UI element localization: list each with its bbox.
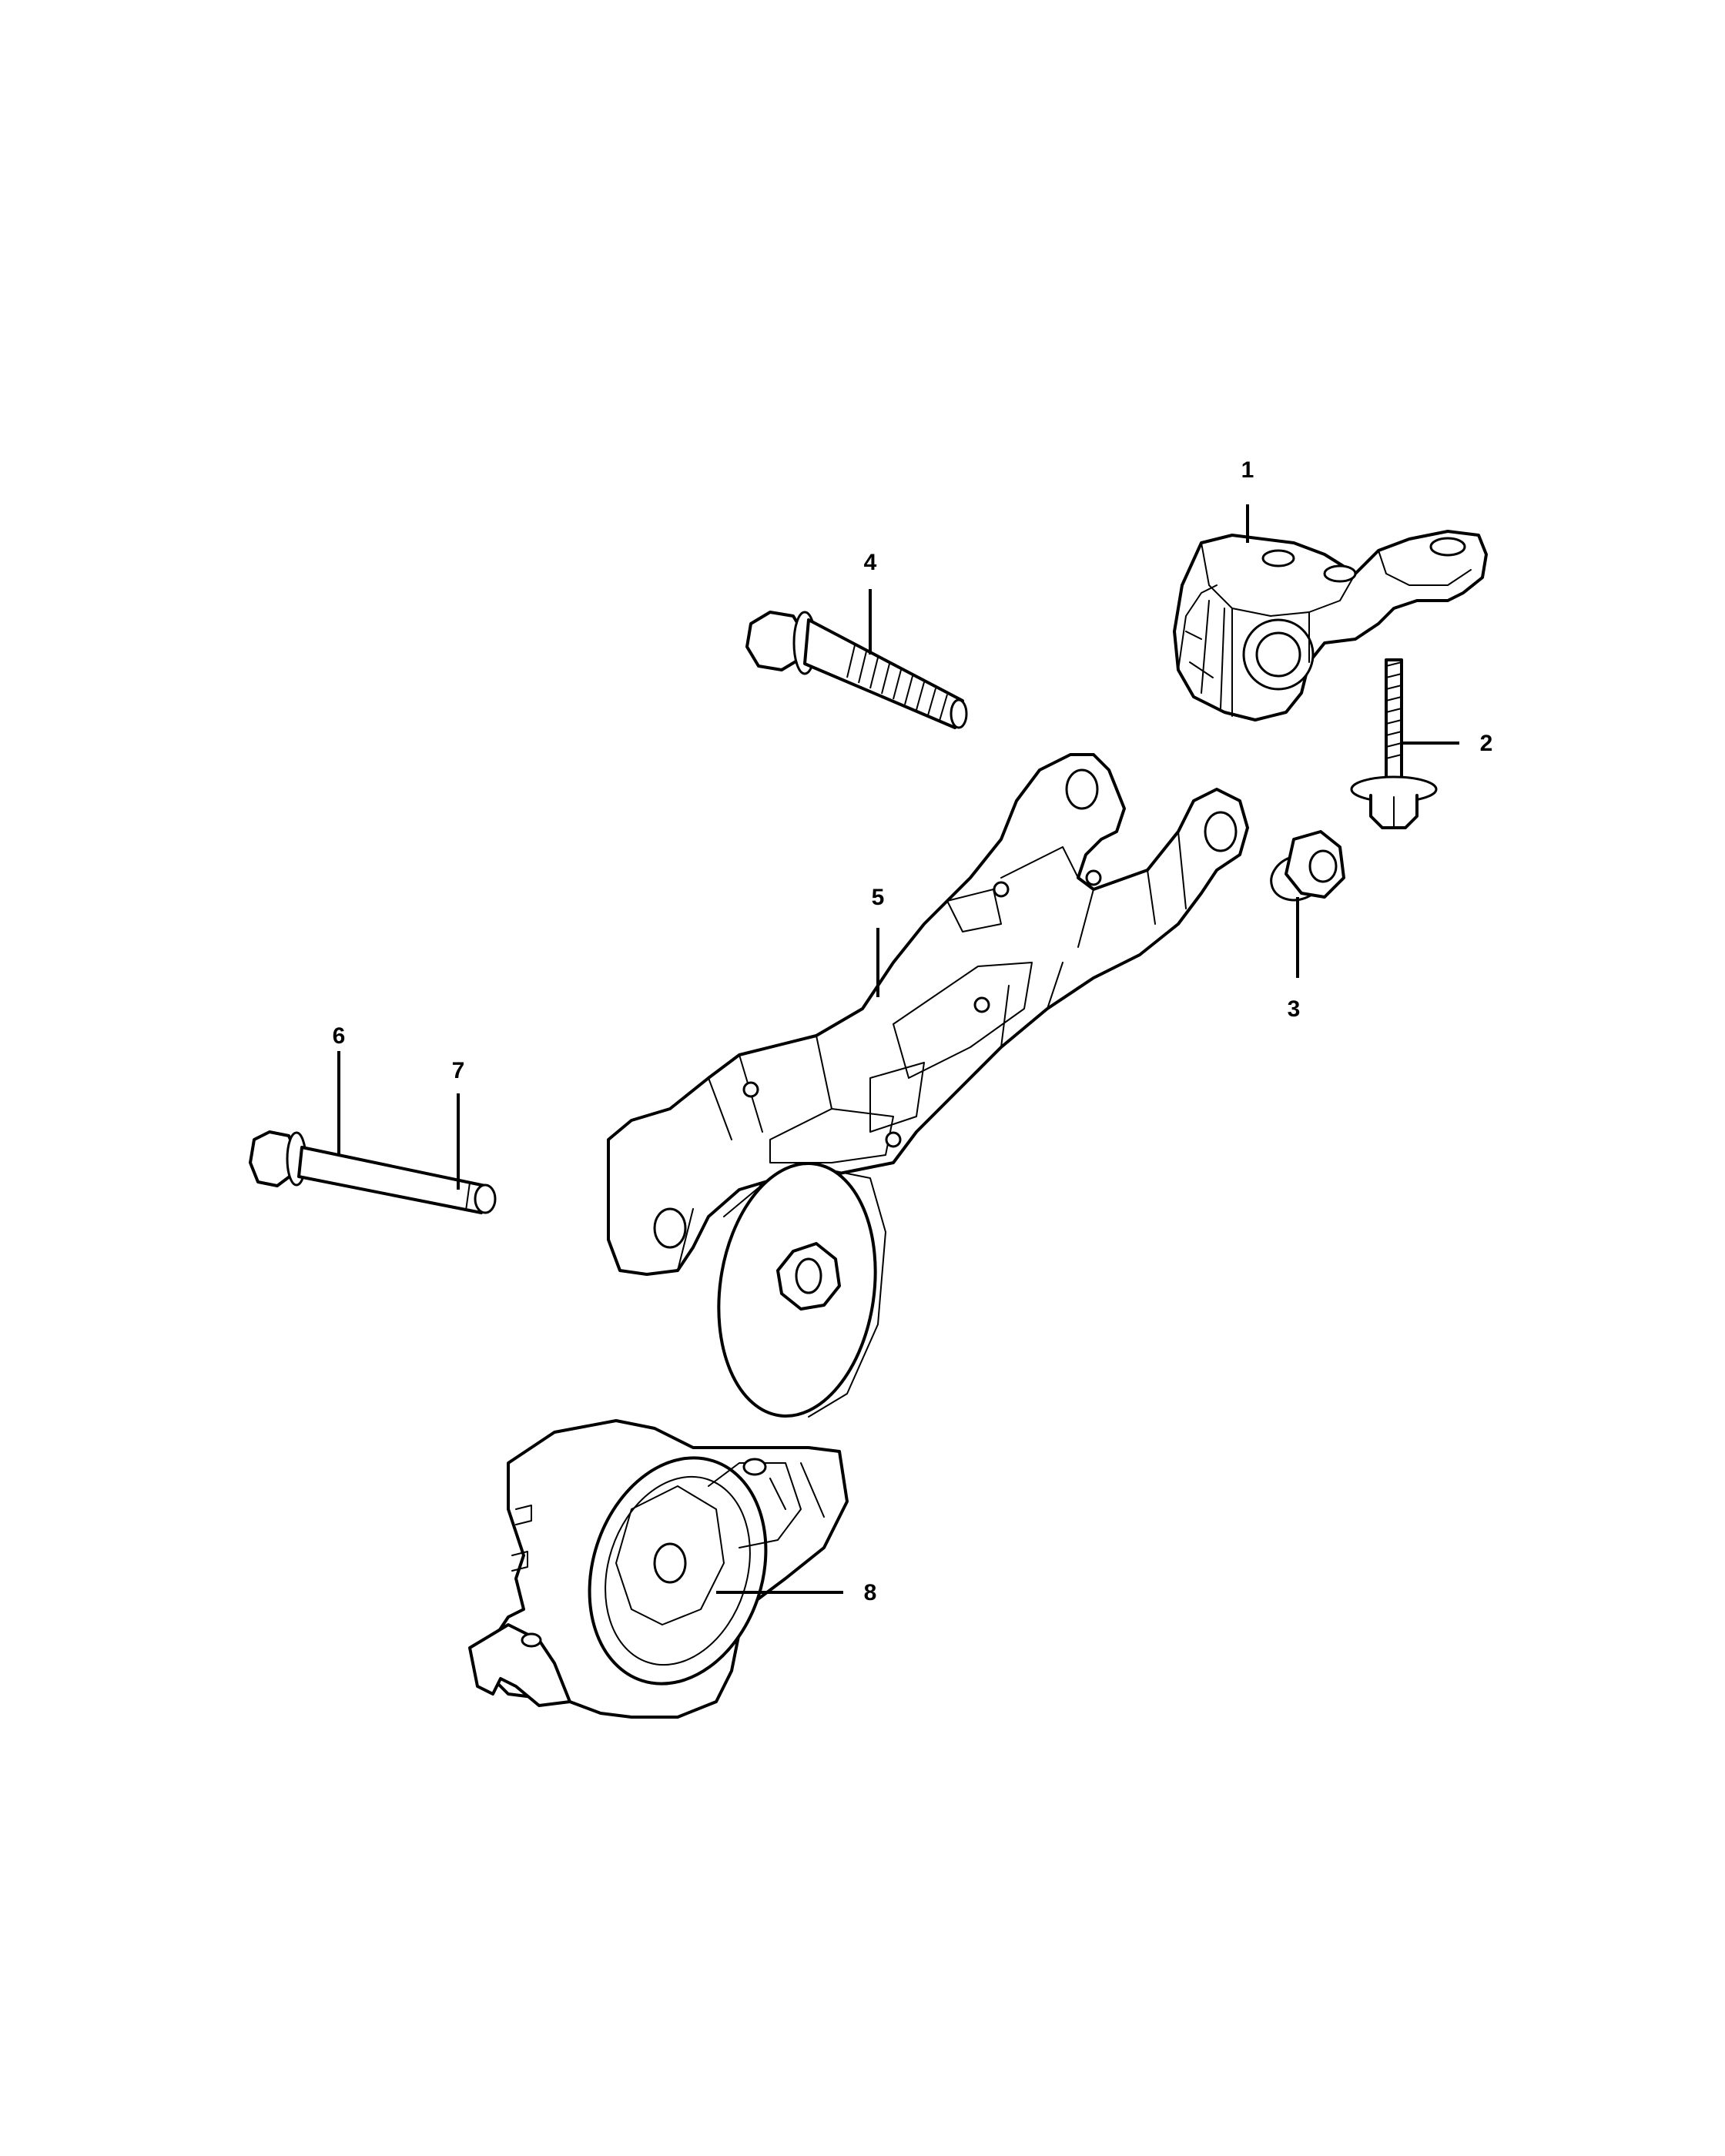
callout-7: 7 xyxy=(452,1058,465,1190)
callout-label-2: 2 xyxy=(1480,731,1493,756)
callout-label-7: 7 xyxy=(452,1058,465,1083)
callout-label-6: 6 xyxy=(333,1023,346,1049)
callout-1: 1 xyxy=(1241,457,1254,543)
callout-label-4: 4 xyxy=(864,550,877,575)
part-3-nut xyxy=(1270,830,1345,902)
part-1-mount-bracket xyxy=(1173,530,1488,721)
part-8-lower-mount xyxy=(468,1419,849,1719)
part-4-bolt xyxy=(745,611,968,729)
callout-4: 4 xyxy=(864,550,877,654)
callout-3: 3 xyxy=(1288,897,1301,1022)
part-2-bolt xyxy=(1350,658,1438,829)
callout-8: 8 xyxy=(716,1580,876,1605)
callout-label-8: 8 xyxy=(864,1580,877,1605)
part-6-7-pin-bolt xyxy=(249,1130,497,1214)
callout-6: 6 xyxy=(333,1023,346,1155)
callout-label-1: 1 xyxy=(1241,457,1254,483)
callout-2: 2 xyxy=(1402,731,1492,756)
callout-label-5: 5 xyxy=(872,885,885,910)
callout-label-3: 3 xyxy=(1288,996,1301,1022)
callout-5: 5 xyxy=(872,885,885,997)
part-5-link-arm xyxy=(607,753,1249,1418)
